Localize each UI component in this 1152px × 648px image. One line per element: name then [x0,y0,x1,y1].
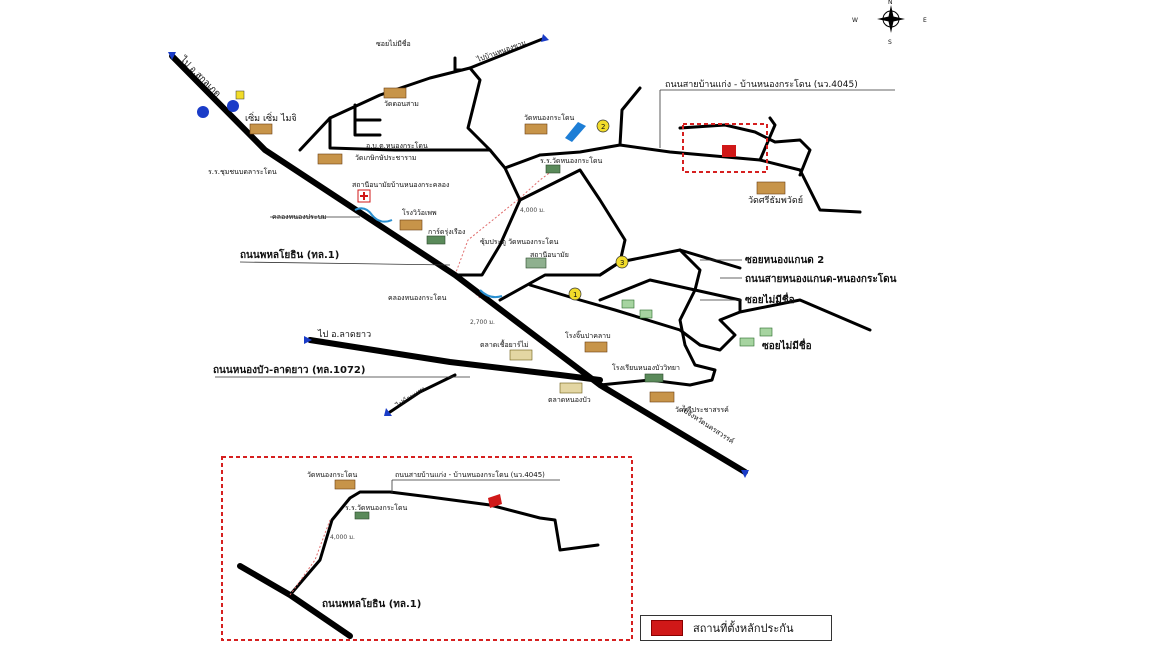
label-road-nong-kaen: ถนนสายหนองแกนด-หนองกระโดน [745,272,897,285]
market-icon [559,382,583,394]
road-1072 [307,337,603,383]
arrow-ban-thep-icon [384,408,392,416]
distance-2: 2,700 ม. [470,319,495,326]
label-school-community: ร.ร.ชุมชนบดลาระโดน [208,167,277,176]
building-icon [249,123,273,135]
label-phahonyothin: ถนนพหลโยธิน (ทล.1) [240,248,339,261]
to-lat-yao-road [388,373,457,414]
site-frame [682,123,768,173]
label-school-nong-krathon: ร.ร.วัดหนองกระโดน [540,156,603,165]
legend: สถานที่ตั้งหลักประกัน [640,615,832,641]
inset-site-marker [488,494,502,508]
compass-east: E [923,17,927,24]
label-wat-kasikon: วัดเกษิกษัประชาราม [355,154,417,162]
building-icon [525,257,547,269]
temple-icon [649,391,675,403]
label-wat-sri-prachasan: วัดศรีประชาสรรค์ [675,406,729,414]
inset-frame [221,456,633,641]
label-wat-nong-krathon: วัดหนองกระโดน [524,113,575,122]
inset-distance: 4,000 ม. [330,534,355,541]
building-icons [197,87,786,403]
inset-label-road: ถนนสายบ้านแก่ง - บ้านหนองกระโดน (นว.4045… [395,470,545,479]
marker-1: 1 [568,287,582,301]
label-obt: อ.บ.ต.หนองกระโดน [366,141,428,150]
house-icon [739,337,755,347]
compass-north: N [888,0,893,6]
building-icon [399,219,423,231]
label-soi-unnamed-2: ซอยไม่มีชื่อ [762,338,812,352]
label-to-sak-lek: ไป อ.สกลเภด [177,54,223,100]
temple-icon [524,123,548,135]
house-icon [621,299,635,309]
compass-south: S [888,39,892,46]
police-icon [227,100,239,112]
compass-west: W [852,17,858,24]
inset-road [288,490,600,597]
market-icon [509,349,533,361]
label-health-center2: สถานีอนามัย [530,251,569,259]
label-market-nong-bua: ตลาดหนองบัว [548,396,591,404]
label-school-nong-ben: โรงเรียนหนองบัววิทยา [612,363,680,372]
house-icon [639,309,653,319]
label-market-chuea: ตลาดเชื้อยาร์ไม่ [480,338,529,349]
label-gas-station: โรงจิ๊นปาคลาบ [565,330,611,340]
school-icon [426,235,446,245]
label-wat-don-sam: วัดดอนสาม [384,100,419,108]
label-market-local: การ์ดรุ่งเรือง [428,228,465,236]
arrow-nong-kham-icon [541,34,549,42]
marker-3: 3 [615,255,629,269]
label-soi-unnamed-1: ซอยไม่มีชื่อ [745,292,795,306]
leader-lines [215,89,895,378]
gas-station-icon [584,341,608,353]
inset-label-wat: วัดหนองกระโดน [307,470,358,479]
canal-top-water [354,207,393,223]
canal-bottom-water [479,289,503,299]
label-soi-nong-kaen-2: ซอยหนองแกนด 2 [745,255,824,266]
north-road [298,36,547,152]
label-road-4045: ถนนสายบ้านแก่ง - บ้านหนองกระโดน (นว.4045… [665,79,858,90]
waterway-icon [565,122,586,142]
legend-swatch [651,620,683,636]
school-icon [545,164,561,174]
direction-arrows [168,34,749,478]
marker-2: 2 [596,119,610,133]
label-road-1072: ถนนหนองบัว-ลาดยาว (ทล.1072) [213,364,365,376]
label-temple-pond: โรงวิว้อเพพ [402,208,437,217]
inset-school-icon [354,511,370,520]
svg-text:1: 1 [573,291,577,299]
arrow-sak-lek-icon [168,52,176,60]
fuel-icon [235,90,245,100]
police-icon [197,106,209,118]
label-to-ban-nong-kham: ไปบ้านหนองขาม [475,38,527,64]
label-to-lat-yao: ไป อ.ลาดยาว [317,329,371,340]
svg-text:3: 3 [620,259,624,267]
compass-rose: N S E W [852,0,927,46]
temple-icon [317,153,343,165]
legend-label: สถานที่ตั้งหลักประกัน [693,622,794,635]
inset-label-school: ร.ร.วัดหนองกระโดน [345,503,408,512]
label-health-station: สถานีอนามัยบ้านหนองกระคลอง [352,181,449,189]
temple-icon [756,181,786,195]
site-marker [722,145,736,157]
label-community-gate: ซุ้มประตู วัดหนองกระโดน [480,237,559,246]
arrow-lat-yao-icon [304,336,312,344]
local-roads [328,66,872,387]
arrow-nakhon-sawan-icon [741,470,749,478]
school-icon [644,373,664,383]
label-to-ban-thep: ไปบ้านเทพ [393,384,427,410]
label-sermsuk: เซิ่ม เซิ่ม ไมจิ [245,111,297,124]
svg-text:2: 2 [601,123,605,131]
distance-1: 4,000 ม. [520,207,545,214]
house-icon [759,327,773,337]
inset-temple-icon [334,479,356,490]
label-wat-sri-mongkol: วัดศรีธัมพวัดย์ [748,194,803,206]
temple-icon [383,87,407,99]
label-soi-unnamed-top: ซอยไม่มีชื่อ [376,39,411,48]
inset-label-phahonyothin: ถนนพหลโยธิน (ทล.1) [322,597,421,610]
label-canal-top: คลองหนองประบม [272,213,327,221]
label-canal-bottom: คลองหนองกระโดน [388,293,447,302]
inset-map: วัดหนองกระโดน ร.ร.วัดหนองกระโดน ถนนสายบ้… [221,456,633,641]
